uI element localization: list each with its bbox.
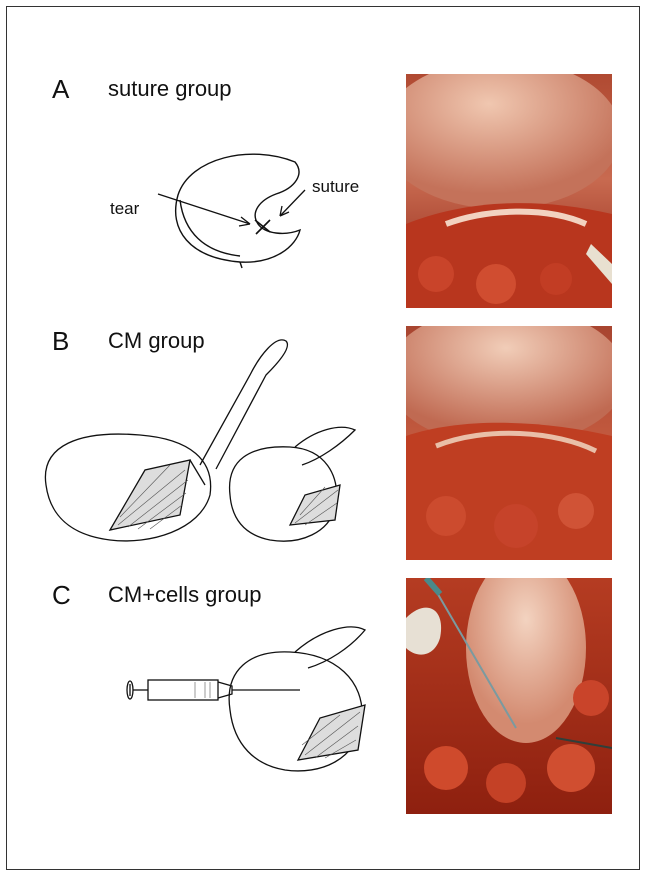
label-tear: tear bbox=[110, 199, 140, 218]
panel-c-surgical-photo bbox=[406, 578, 612, 814]
panel-c-letter: C bbox=[52, 580, 71, 611]
panel-a-title: suture group bbox=[108, 76, 232, 102]
panel-c-meniscus-sketch bbox=[120, 600, 390, 780]
panel-b-surgical-photo bbox=[406, 326, 612, 560]
label-suture: suture bbox=[312, 177, 359, 196]
panel-b-meniscus-sketch bbox=[40, 335, 390, 550]
panel-a-surgical-photo bbox=[406, 74, 612, 308]
panel-a-letter: A bbox=[52, 74, 69, 105]
panel-a-meniscus-sketch: tear suture bbox=[100, 150, 390, 280]
